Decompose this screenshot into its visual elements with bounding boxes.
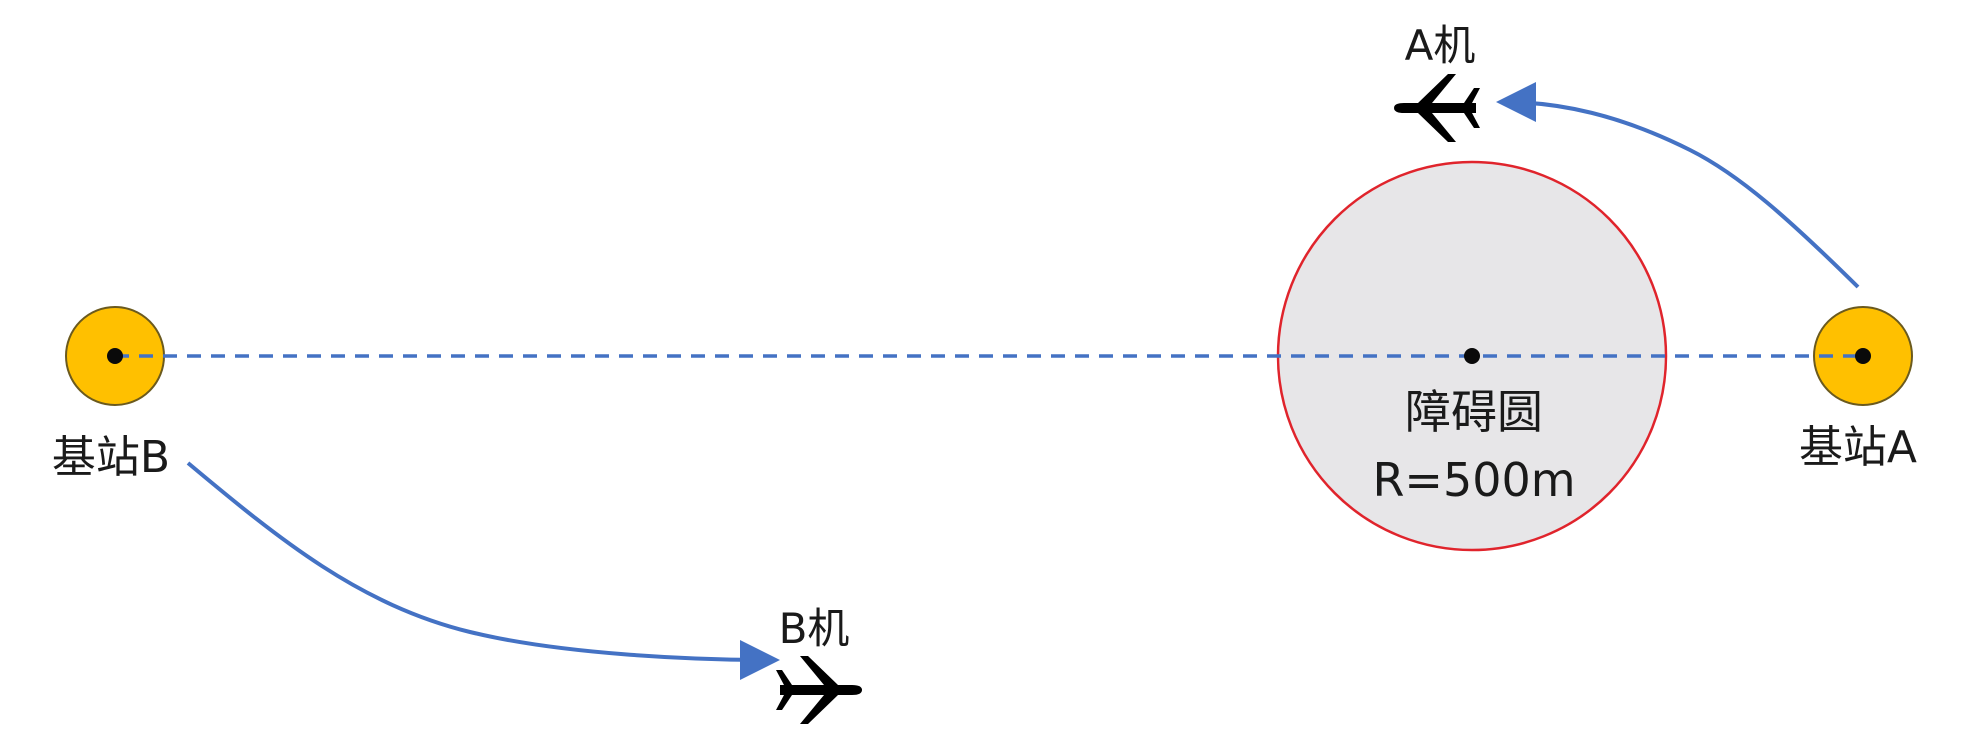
obstacle-name-label: 障碍圆 [1405,385,1543,439]
base-station-b-center-dot [107,348,123,364]
aircraft-a-label: A机 [1405,21,1476,70]
base-station-a-label: 基站A [1799,422,1917,473]
aircraft-b-label: B机 [779,604,850,653]
path-a [1496,82,1860,289]
airplane-icon [1394,74,1480,142]
airplane-icon [776,656,862,724]
base-station-b-label: 基站B [52,432,170,483]
obstacle-radius-label: R=500m [1372,453,1575,507]
obstacle-center-dot [1464,348,1480,364]
path-b [186,461,780,680]
base-station-a-center-dot [1855,348,1871,364]
